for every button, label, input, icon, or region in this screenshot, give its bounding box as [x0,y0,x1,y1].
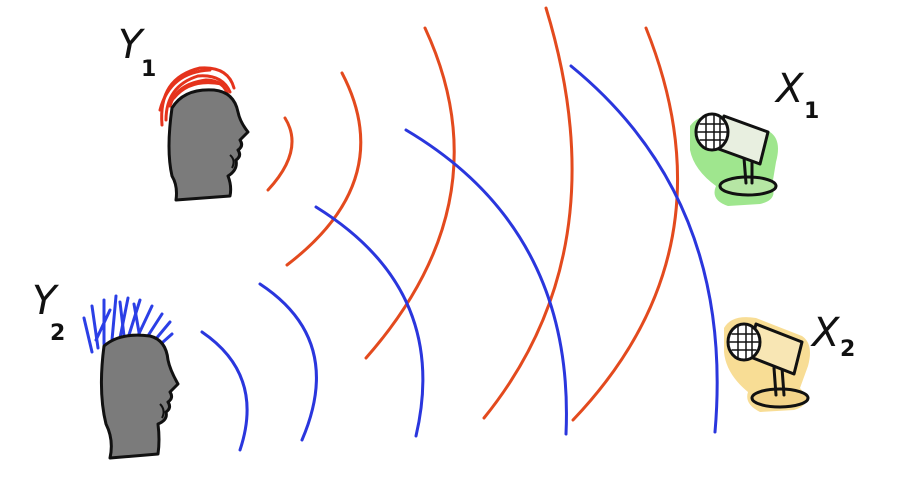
speaker1-wave-4 [482,6,574,420]
speaker2-head [82,294,180,460]
speaker1-wave-3 [364,26,456,360]
label-speaker2-letter: Y [32,278,60,324]
head-profile-icon [99,333,180,460]
label-mic1: X 1 [774,66,819,124]
speaker1-wave-2 [285,71,363,267]
label-speaker2-subscript: 2 [50,321,65,346]
speaker2-wave-3 [314,205,425,438]
label-speaker1-subscript: 1 [141,57,156,82]
speaker2-wave-1 [200,330,249,452]
mic1 [690,112,778,206]
label-mic2-subscript: 2 [840,337,855,362]
label-mic1-subscript: 1 [804,99,819,124]
label-mic2-letter: X [810,310,841,356]
microphone-icon [726,322,810,409]
label-mic1-letter: X [774,66,805,112]
speaker1-wave-5 [571,26,680,422]
speaker2-wave-2 [258,282,318,442]
speaker2-wave-5 [569,64,719,434]
speaker2-hair [82,294,174,354]
head-profile-icon [167,88,250,202]
speaker1-hair [158,66,236,127]
mic2 [724,317,810,412]
label-speaker1-letter: Y [118,22,146,68]
microphone-icon [694,112,778,197]
speaker1-sound-waves [266,6,680,422]
speaker2-wave-4 [404,128,568,436]
label-speaker2: Y 2 [32,278,65,346]
speaker1-wave-1 [266,116,294,192]
speaker1-head [158,66,250,202]
label-speaker1: Y 1 [118,22,156,82]
speaker2-sound-waves [200,64,719,452]
label-mic2: X 2 [810,310,855,362]
